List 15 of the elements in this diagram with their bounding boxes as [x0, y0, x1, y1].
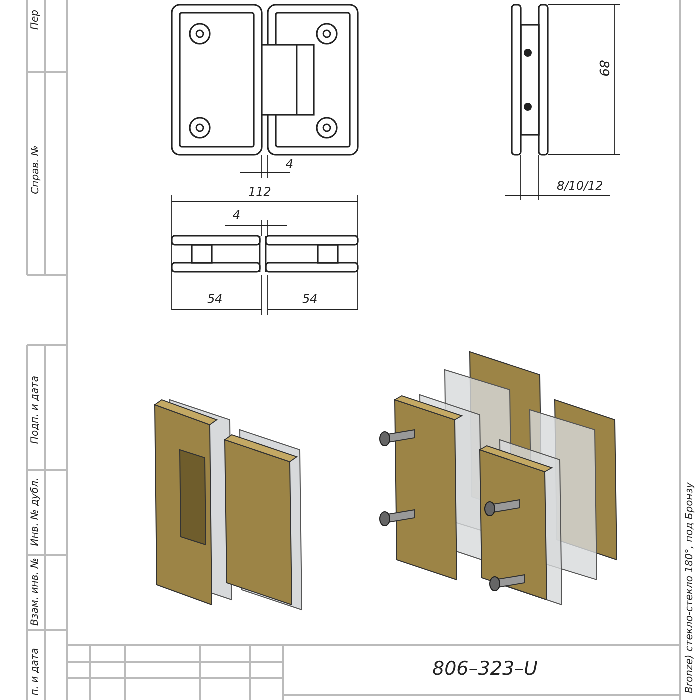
- dimension-value: 4: [233, 209, 241, 221]
- field-caption: п. и дата: [30, 648, 41, 696]
- dimension-value: 54: [302, 293, 318, 305]
- field-caption: Инв. № дубл.: [31, 478, 42, 546]
- field-caption: Пер: [31, 10, 42, 30]
- dimension-value: 112: [248, 186, 272, 198]
- drawing-title: Bronze) стекло-стекло 180°, под Бронзу: [685, 482, 696, 694]
- dimension-value: 89: [596, 60, 610, 76]
- field-caption: Взам. инв. №: [30, 558, 41, 626]
- drawing-number: 806–323–U: [432, 660, 538, 678]
- dimension-value: 8/10/12: [557, 180, 604, 192]
- dimension-value: 4: [286, 158, 294, 170]
- field-caption: Справ. №: [30, 146, 41, 194]
- dimension-value: 54: [208, 293, 223, 305]
- field-caption: Подп. и дата: [31, 376, 42, 444]
